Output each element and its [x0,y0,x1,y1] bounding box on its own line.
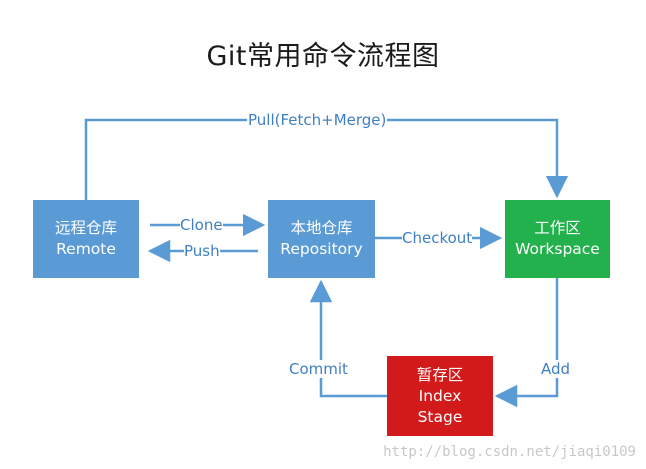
node-remote: 远程仓库 Remote [33,200,139,278]
diagram-title: Git常用命令流程图 [206,41,440,72]
node-index-label-cn: 暂存区 [416,365,464,384]
node-repository-label-en: Repository [280,240,363,258]
node-workspace-label-en: Workspace [515,240,600,258]
edge-label-checkout: Checkout [402,229,473,247]
edge-label-add: Add [541,360,571,378]
node-workspace: 工作区 Workspace [505,200,610,278]
edge-label-clone: Clone [180,216,223,234]
edge-label-commit: Commit [289,360,348,378]
node-workspace-label-cn: 工作区 [534,219,581,237]
node-remote-label-en: Remote [56,240,116,258]
edge-label-push: Push [184,242,220,260]
watermark-text: http://blog.csdn.net/jiaqi0109 [383,444,636,460]
node-index: 暂存区 Index Stage [387,356,493,436]
edge-label-pull: Pull(Fetch+Merge) [247,111,388,129]
node-index-label-en: Index [418,386,462,405]
node-remote-label-cn: 远程仓库 [54,219,117,237]
node-index-label-stage: Stage [417,407,463,426]
pull-arrow [84,118,569,200]
node-repository-label-cn: 本地仓库 [290,219,353,237]
commit-arrow [309,279,387,398]
node-repository: 本地仓库 Repository [268,200,375,278]
add-arrow [494,278,559,408]
